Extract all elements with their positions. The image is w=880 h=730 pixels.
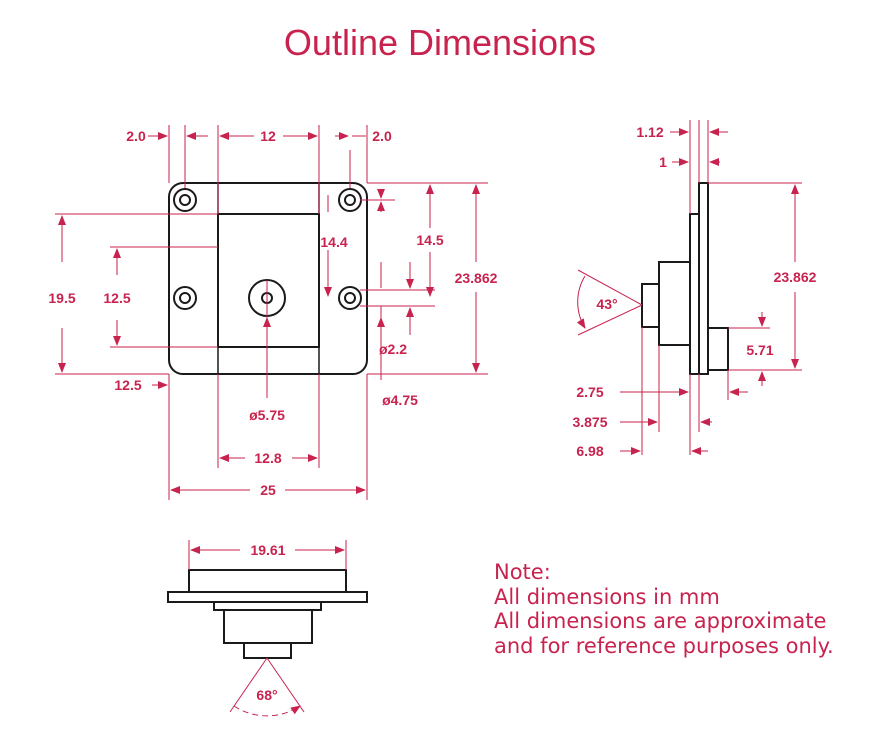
dim-module-height: 5.71	[746, 342, 773, 358]
bottom-plate	[167, 591, 368, 603]
dim-total-height: 23.862	[455, 270, 498, 286]
dim-lens-window-height: 12.5	[103, 290, 130, 306]
front-lens-window	[217, 213, 320, 348]
note-heading: Note:	[494, 560, 551, 584]
dim-side-height: 23.862	[774, 269, 817, 285]
dim-depth-3: 6.98	[576, 443, 603, 459]
page-title: Outline Dimensions	[283, 22, 597, 63]
dim-window-width: 12.8	[254, 450, 281, 466]
dim-depth-1: 2.75	[576, 384, 603, 400]
dim-bottom-width: 19.61	[250, 542, 285, 558]
side-lens-tip	[641, 283, 660, 328]
dim-inner-width: 12	[260, 128, 276, 144]
side-rear-module	[707, 327, 729, 371]
dim-depth-2: 3.875	[572, 414, 607, 430]
dim-bottom-viewing-angle: 68°	[256, 687, 277, 703]
dim-board-thickness: 1	[659, 154, 667, 170]
dim-hole-diameter: ø2.2	[379, 341, 407, 357]
dim-hole-offset-right: 2.0	[372, 128, 392, 144]
dim-mount-hole: ø4.75	[382, 392, 418, 408]
side-plate	[698, 182, 709, 375]
side-lens-body	[658, 261, 691, 346]
dim-side-viewing-angle: 43°	[596, 296, 617, 312]
dim-hole-spacing-vertical: 19.5	[48, 290, 75, 306]
mount-hole-mid-right	[338, 286, 362, 310]
bottom-lens-body	[223, 609, 313, 644]
front-board-outline	[168, 182, 368, 375]
side-board	[689, 213, 700, 375]
bottom-lens-tip	[243, 642, 292, 659]
note-block: Note: All dimensions in mm All dimension…	[494, 560, 834, 658]
note-line-1: All dimensions in mm	[494, 584, 720, 609]
mount-hole-top-right	[338, 188, 362, 212]
front-view: 2.0 12 2.0 14.4 14.5 23.862 19.5 12.5 ø2…	[48, 125, 498, 500]
dim-total-width: 25	[260, 482, 276, 498]
dim-hole-to-center: 14.5	[416, 232, 443, 248]
note-line-3: and for reference purposes only.	[494, 633, 834, 658]
side-view: 1.12 1 23.862 43° 5.71 2.75 3.875 6.98	[572, 120, 817, 459]
dim-hole-offset-left: 2.0	[126, 128, 146, 144]
bottom-view: 19.61 68°	[167, 540, 368, 717]
dim-plate-thickness: 1.12	[636, 124, 663, 140]
bottom-flange	[213, 601, 322, 611]
dim-inner-height: 14.4	[320, 234, 347, 250]
dim-left-offset: 12.5	[114, 377, 141, 393]
dim-center-bore: ø5.75	[249, 407, 285, 423]
note-line-2: All dimensions are approximate	[494, 609, 827, 633]
mount-hole-top-left	[173, 188, 197, 212]
mount-hole-mid-left	[173, 286, 197, 310]
bottom-board	[188, 569, 347, 593]
